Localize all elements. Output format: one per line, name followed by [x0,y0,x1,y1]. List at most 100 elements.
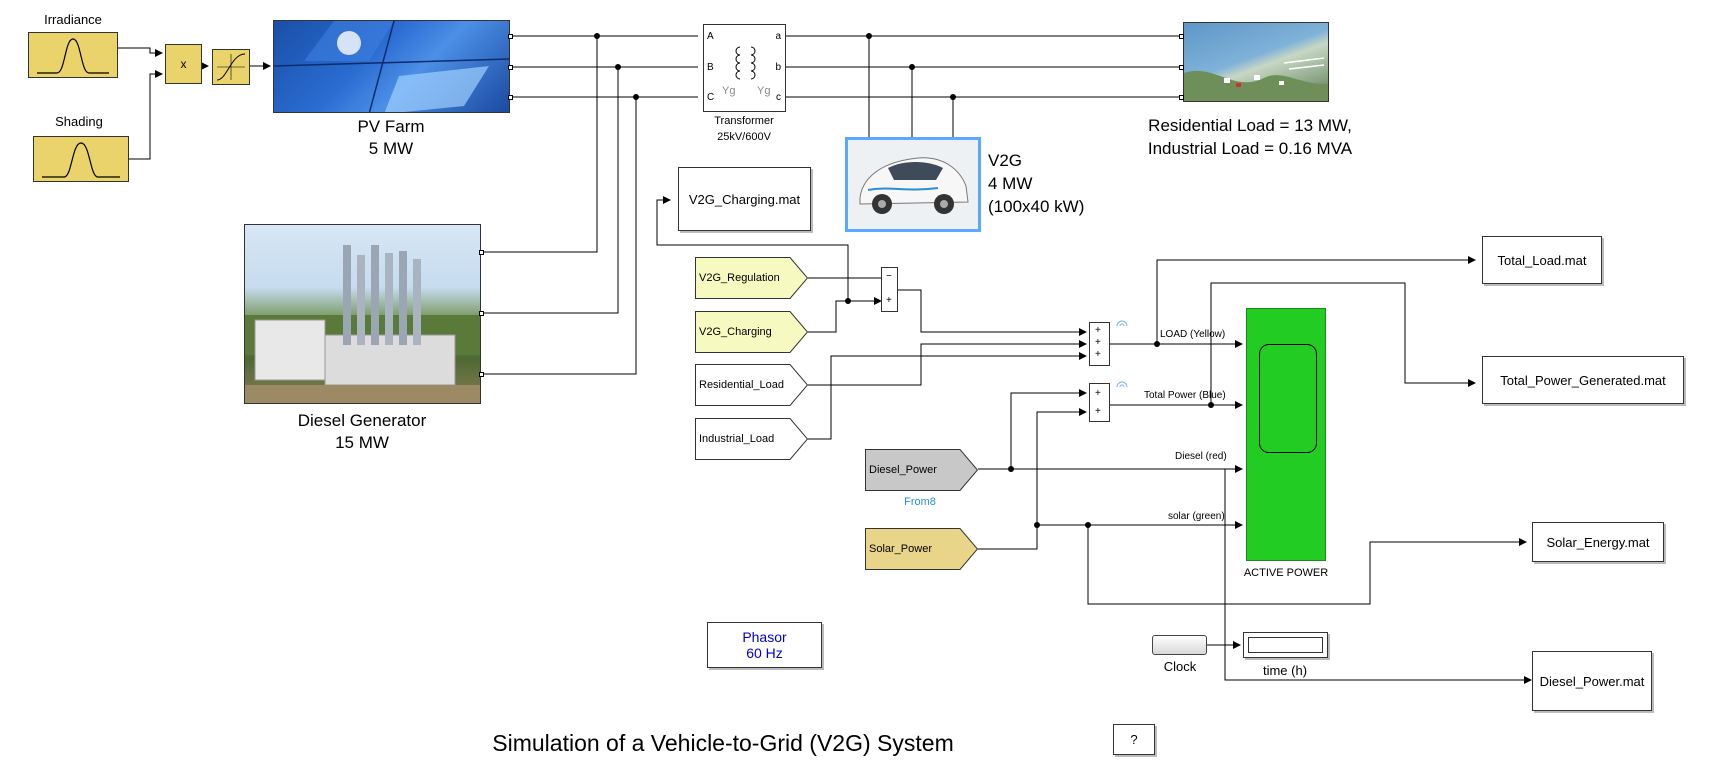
pv-farm-rating: 5 MW [368,139,414,158]
scope-label: ACTIVE POWER [1243,567,1329,579]
to-file-diesel-power[interactable]: Diesel_Power.mat [1532,651,1652,711]
clock-block[interactable] [1152,635,1207,655]
load-line2: Industrial Load = 0.16 MVA [1147,139,1353,158]
sum-load-plus3: + [1095,349,1101,360]
pv-port-c [508,95,513,100]
v2g-name: V2G [988,151,1023,170]
pv-farm-block[interactable] [273,20,510,113]
transformer-winding-right: Yg [757,85,771,97]
sum-load-plus2: + [1095,337,1101,348]
total-load-file-label: Total_Load.mat [1497,252,1587,268]
signal-diesel-label: Diesel (red) [1175,451,1227,462]
from-v2g-regulation[interactable]: V2G_Regulation [695,257,808,299]
from-v2g-charging[interactable]: V2G_Charging [695,311,808,353]
from-diesel-label: Diesel_Power [869,464,937,476]
from-diesel-power[interactable]: Diesel_Power [865,449,978,491]
electric-car-icon [848,140,978,229]
v2g-power: 4 MW [988,174,1033,193]
transformer-port-label-c2: c [776,92,781,103]
sum-minus-sign: − [886,271,892,282]
load-block[interactable] [1183,22,1329,102]
product-symbol: x [180,57,187,71]
powergui-block[interactable]: Phasor 60 Hz [707,622,822,668]
from-solar-power[interactable]: Solar_Power [865,528,978,570]
load-port-a [1179,34,1184,39]
signal-load-label: LOAD (Yellow) [1160,329,1226,340]
diesel-rating: 15 MW [335,433,389,452]
display-block[interactable] [1243,632,1328,658]
pv-farm-name: PV Farm [357,117,425,136]
sum-power-plus1: + [1095,388,1101,399]
signal-total-power-label: Total Power (Blue) [1144,390,1226,401]
transformer-rating: 25kV/600V [717,131,771,143]
transformer-port-label-b: B [707,62,714,73]
transformer-coil-icon [735,46,756,80]
diesel-power-file-label: Diesel_Power.mat [1539,673,1645,689]
from-v2g-charging-label: V2G_Charging [699,326,772,338]
to-file-total-power-generated[interactable]: Total_Power_Generated.mat [1482,356,1684,404]
from-solar-label: Solar_Power [869,543,932,555]
powergui-mode: Phasor [742,629,787,645]
from8-caption[interactable]: From8 [904,496,936,508]
irradiance-label: Irradiance [44,12,102,27]
solar-panel-icon [274,21,509,112]
transformer-winding-left: Yg [722,85,736,97]
town-aerial-icon [1184,57,1328,101]
signal-solar-label: solar (green) [1168,511,1225,522]
v2g-block[interactable] [845,137,981,232]
scope-screen [1259,344,1317,453]
from-industrial-load[interactable]: Industrial_Load [695,418,808,460]
transformer-port-label-b2: b [775,62,781,73]
irradiance-signal-block[interactable] [28,32,118,78]
from-residential-label: Residential_Load [699,379,785,391]
to-file-solar-energy[interactable]: Solar_Energy.mat [1532,522,1664,562]
powergui-frequency: 60 Hz [746,645,783,661]
sum-power-block[interactable]: + + [1089,383,1110,422]
model-title: Simulation of a Vehicle-to-Grid (V2G) Sy… [492,730,954,756]
total-power-file-label: Total_Power_Generated.mat [1500,372,1666,388]
sum-power-plus2: + [1095,406,1101,417]
to-file-v2g-charging[interactable]: V2G_Charging.mat [678,167,811,231]
diesel-generator-block[interactable] [244,224,481,404]
diesel-name: Diesel Generator [297,411,427,430]
transformer-block[interactable]: A B C a b c Yg Yg [703,24,786,112]
load-line1: Residential Load = 13 MW, [1148,116,1352,135]
v2g-detail: (100x40 kW) [988,197,1085,216]
active-power-scope[interactable] [1246,308,1326,561]
solar-energy-file-label: Solar_Energy.mat [1546,534,1650,550]
sum-load-plus1: + [1095,325,1101,336]
transformer-name: Transformer [714,115,774,127]
sum-load-block[interactable]: + + + [1089,322,1110,366]
transformer-port-label-c: C [707,92,715,103]
load-port-c [1179,95,1184,100]
lookup-table-block[interactable] [212,49,250,85]
transformer-port-label-a2: a [775,31,781,42]
sum-regulation-block[interactable]: − + [881,267,898,312]
bell-curve-icon [37,38,109,74]
help-button[interactable]: ? [1113,724,1155,755]
diesel-port-c [479,372,484,377]
v2g-charging-file-label: V2G_Charging.mat [688,191,801,207]
transformer-port-label-a: A [707,31,714,42]
shading-signal-block[interactable] [33,136,129,182]
pv-port-a [508,34,513,39]
display-label: time (h) [1262,663,1308,678]
load-port-b [1179,65,1184,70]
clock-label: Clock [1163,659,1197,674]
from-residential-load[interactable]: Residential_Load [695,364,808,406]
curve-icon [216,53,246,81]
power-plant-icon [245,245,480,403]
from-industrial-label: Industrial_Load [699,433,775,445]
help-button-label: ? [1130,732,1138,747]
bell-curve-icon [42,142,120,178]
diesel-port-b [479,311,484,316]
sum-plus-sign: + [886,295,892,306]
to-file-total-load[interactable]: Total_Load.mat [1482,236,1602,284]
diesel-port-a [479,250,484,255]
pv-port-b [508,65,513,70]
shading-label: Shading [55,114,103,129]
from-v2g-regulation-label: V2G_Regulation [699,272,780,284]
product-block[interactable]: x [165,44,202,84]
display-screen [1248,637,1323,653]
